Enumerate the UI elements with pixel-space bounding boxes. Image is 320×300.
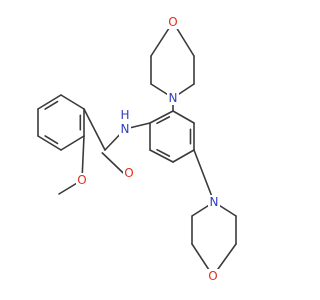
atom-label-n-morpholine-top: N [169,91,178,105]
aromatic-inner-bond-b5-b6 [156,148,171,157]
bond-a6-a1 [60,94,85,110]
double-bond-cC-oC [101,152,128,177]
bond-a1-a2 [37,94,62,110]
aromatic-inner-bond-a1-a2 [44,100,59,110]
molecule-structure-diagram: O O N H N O N O [37,15,237,283]
bond-a6-cC [83,108,106,151]
atom-H-amide: H [119,108,131,122]
atom-O-morpholine-top: O [167,15,179,29]
atom-labels: O O N H N O N O [76,15,220,283]
atom-O-morpholine-bottom: O [207,269,219,283]
atom-label-n-morpholine-bottom: N [210,195,219,209]
bond-b5-b6 [149,149,174,163]
atom-N-morpholine-top: N [167,91,179,105]
atom-O-methoxy: O [76,173,88,187]
atom-N-morpholine-bottom: N [208,195,220,209]
atom-label-n-amide: N [121,122,130,136]
bond-b1-b2 [149,110,174,124]
bond-a4-a5 [60,135,85,151]
bond-b4-b5 [172,149,195,163]
atom-label-o-carbonyl: O [124,166,133,180]
bond-b2-b3 [172,110,195,124]
atom-label-h-amide: H [120,108,129,122]
bond-a5-oMe [81,135,85,181]
bond-b4-nB [193,149,215,203]
atom-label-o-morpholine-bottom: O [208,269,217,283]
atom-N-amide: N [119,122,131,136]
atom-label-o-methoxy: O [77,173,86,187]
atom-O-carbonyl: O [123,166,135,180]
aromatic-inner-bond-a3-a4 [44,135,59,145]
atom-label-o-morpholine-top: O [168,15,177,29]
bond-lines [37,21,237,277]
aromatic-inner-bond-b1-b2 [156,116,171,125]
bond-a3-a4 [37,135,62,151]
